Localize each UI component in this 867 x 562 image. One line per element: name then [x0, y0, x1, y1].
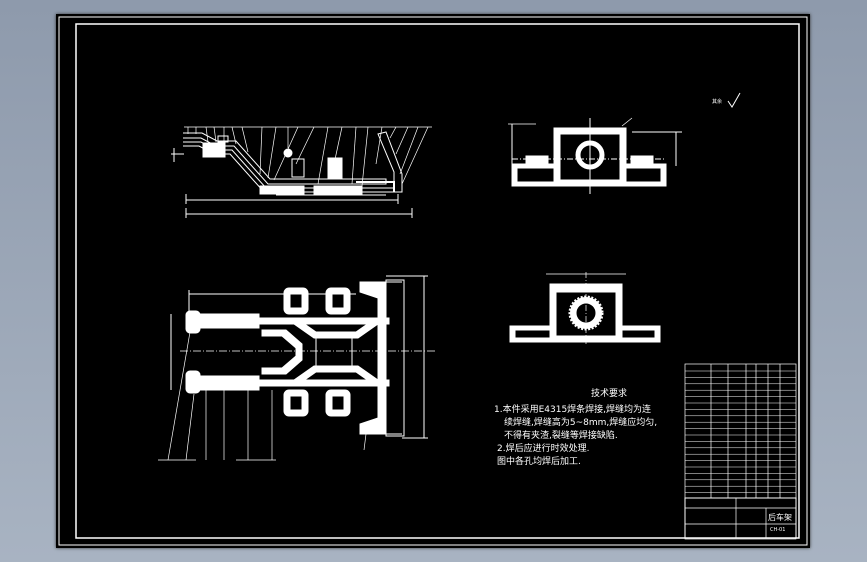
tech-req-line-2: 续焊缝,焊缝高为5~8mm,焊缝应均匀, — [504, 418, 658, 428]
outer-border — [58, 16, 808, 546]
title-block — [684, 363, 797, 540]
tech-requirements-title: 技术要求 — [590, 389, 627, 399]
end-view — [508, 117, 682, 194]
drawing-canvas — [58, 16, 808, 546]
roughness-symbol — [727, 92, 741, 108]
roughness-label: 其余 — [712, 99, 723, 105]
tech-req-line-3: 不得有夹渣,裂缝等焊接缺陷. — [504, 431, 618, 441]
inner-border — [75, 23, 800, 539]
tech-req-line-5: 图中各孔均焊后加工. — [497, 457, 581, 467]
tech-req-line-4: 2.焊后应进行时效处理. — [497, 444, 590, 454]
drawing-code: CH-01 — [770, 527, 786, 533]
drawing-name: 后车架 — [768, 513, 792, 522]
parts-list-rows — [685, 370, 796, 493]
side-view — [171, 131, 413, 218]
side-view-leaders — [184, 126, 432, 187]
plan-view-leaders — [158, 331, 367, 461]
plan-view — [170, 275, 436, 439]
section-view — [509, 272, 661, 344]
drawing-sheet: 其余 技术要求 1.本件采用E4315焊条焊接,焊缝均为连 续焊缝,焊缝高为5~… — [56, 14, 810, 548]
tech-req-line-1: 1.本件采用E4315焊条焊接,焊缝均为连 — [494, 405, 652, 415]
